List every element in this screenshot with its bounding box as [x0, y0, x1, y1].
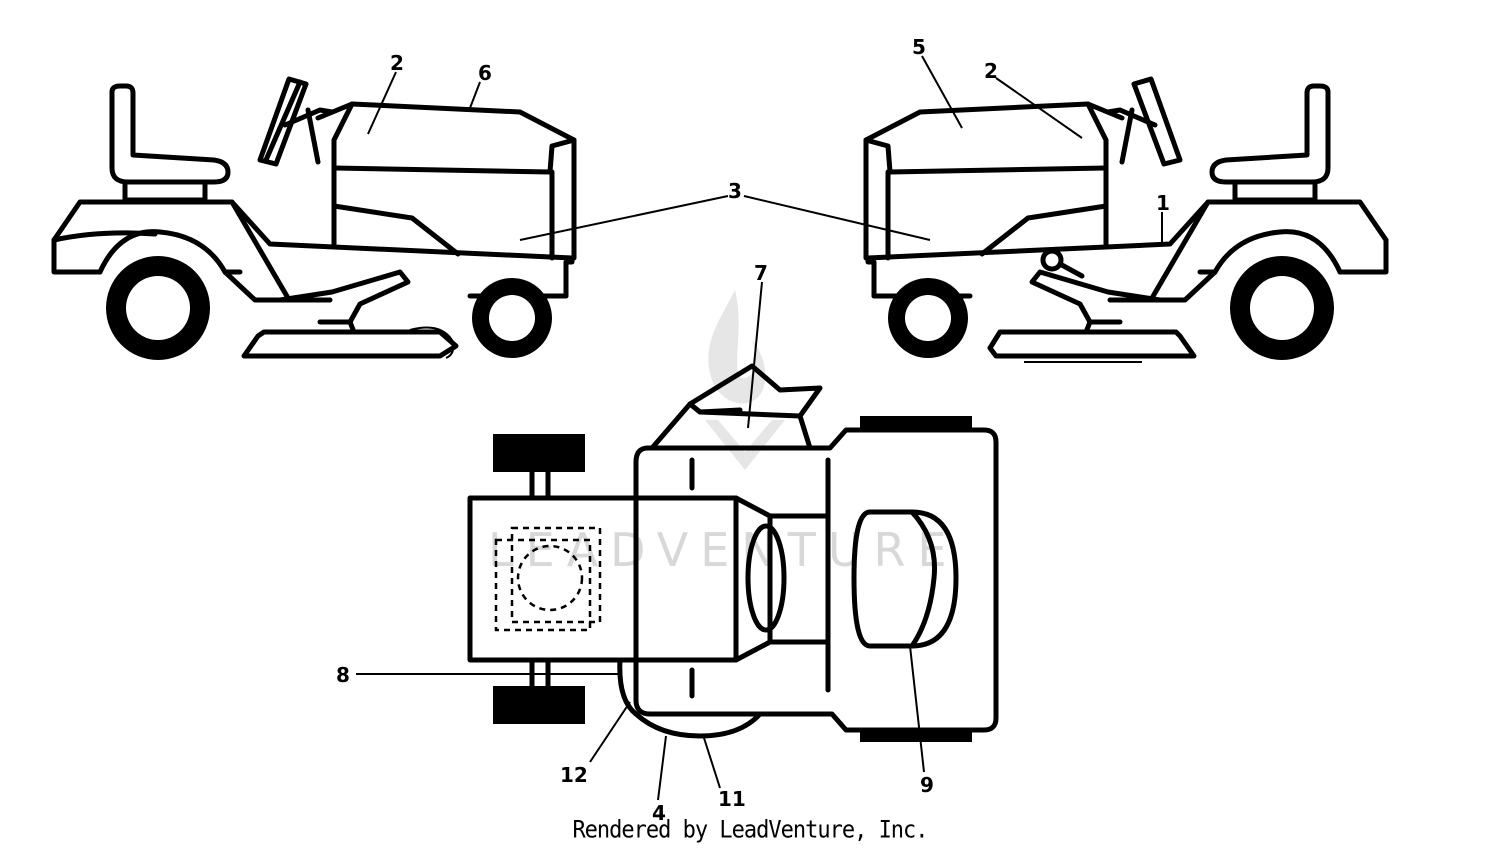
callouts: 2 6 3 5 2 1 7 8 12 4 11 9 — [336, 35, 1170, 825]
callout-6: 6 — [478, 61, 492, 85]
callout-4: 4 — [652, 801, 666, 825]
watermark: LEADVENTURE — [488, 290, 959, 577]
callout-9: 9 — [920, 773, 934, 797]
callout-7: 7 — [754, 261, 768, 285]
callout-8: 8 — [336, 663, 350, 687]
callout-5: 5 — [912, 35, 926, 59]
riding-mower-right-side-icon — [863, 76, 1389, 363]
callout-2-right: 2 — [984, 59, 998, 83]
callout-11: 11 — [718, 787, 746, 811]
watermark-text: LEADVENTURE — [488, 523, 959, 577]
flame-logo-icon — [705, 290, 785, 470]
callout-1: 1 — [1156, 191, 1170, 215]
callout-12: 12 — [560, 763, 588, 787]
riding-mower-left-side-icon — [51, 76, 577, 360]
riding-mower-top-view-icon — [467, 363, 999, 742]
rendered-by-footer: Rendered by LeadVenture, Inc. — [572, 816, 928, 845]
callout-3: 3 — [728, 179, 742, 203]
callout-2-left: 2 — [390, 51, 404, 75]
leader-lines — [356, 55, 1163, 801]
